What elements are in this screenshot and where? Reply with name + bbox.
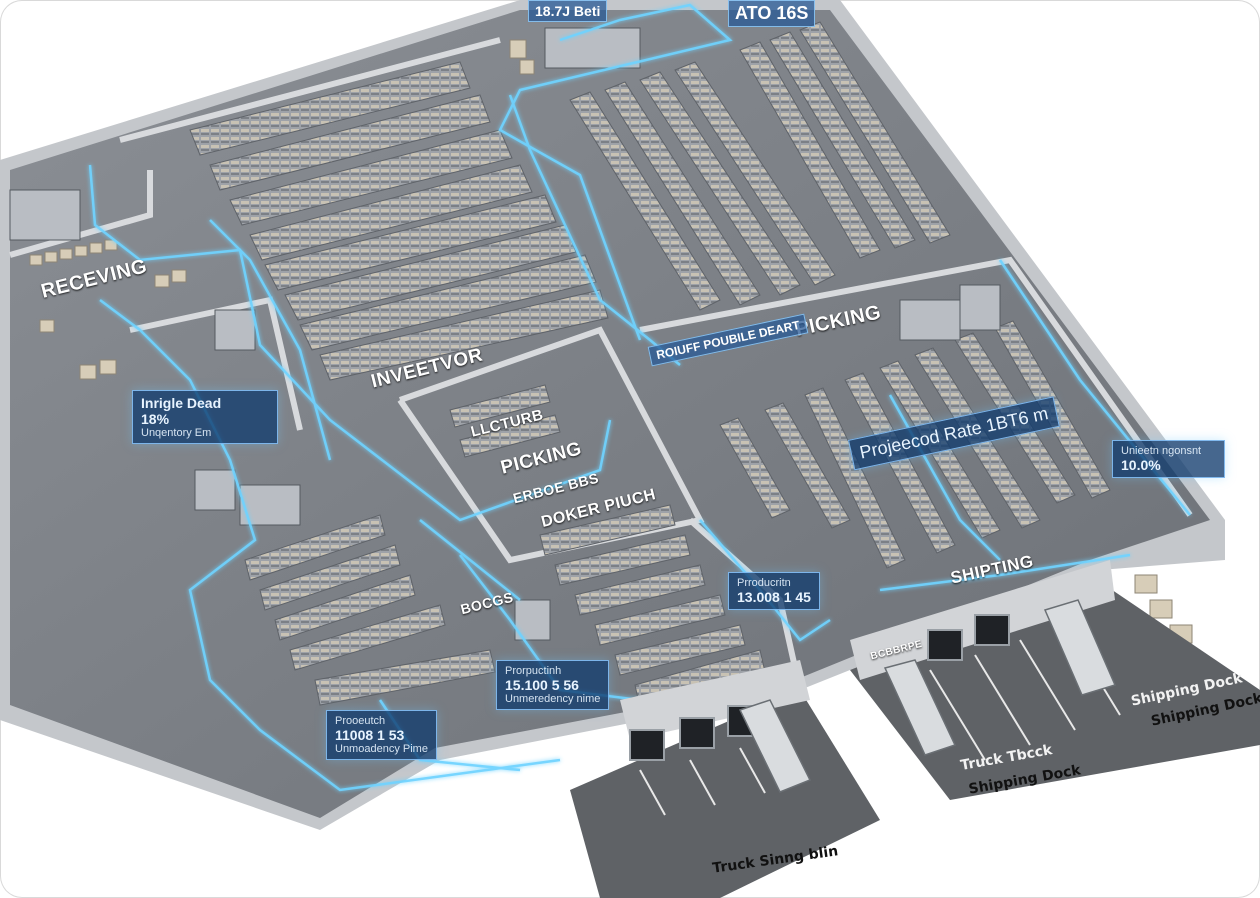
- overlay-right-line1: Unieetn ngonsnt: [1121, 445, 1202, 457]
- dock-wall-left: [620, 660, 810, 740]
- top-right-tag: ATO 16S: [728, 0, 816, 27]
- trucks: [738, 599, 1117, 793]
- overlay-bottom-left-line1: Prooeutch: [335, 715, 386, 727]
- rack-group-top-left: [189, 61, 609, 381]
- machines: [9, 27, 1001, 641]
- inner-wall-top: [119, 37, 501, 143]
- top-left-tag: 18.7J Beti: [528, 0, 608, 22]
- overlay-mid-bottom-line2: 15.100 5 56: [505, 677, 579, 693]
- overlay-mid-bottom: Prorpuctinh 15.100 5 56 Unmeredency nime: [496, 660, 610, 710]
- overlay-left-line1: Inrigle Dead: [141, 395, 222, 411]
- overlay-left-line3: Unqentory Em: [141, 427, 212, 439]
- overlay-left: Inrigle Dead 18% Unqentory Em: [132, 390, 278, 444]
- inner-wall-right: [639, 256, 1193, 517]
- overlay-mid-bottom-line3: Unmeredency nime: [505, 693, 601, 705]
- inner-wall-left-room: [129, 296, 303, 431]
- rack-group-bottom-left: [244, 514, 496, 706]
- inner-wall-receiving: [9, 170, 153, 258]
- rack-group-top-right: [739, 21, 951, 259]
- overlay-bottom-left-line2: 11008 1 53: [335, 727, 405, 743]
- rack-group-picking-room: [449, 384, 561, 458]
- overlay-mid-bottom-line1: Prorpuctinh: [505, 665, 562, 677]
- overlay-bottom-left-line3: Unmoadency Pime: [335, 743, 428, 755]
- overlay-left-line2: 18%: [141, 411, 170, 427]
- overlay-mid-right: Prroducritn 13.008 1 45: [728, 572, 820, 610]
- overlay-mid-right-line1: Prroducritn: [737, 577, 791, 589]
- overlay-bottom-left: Prooeutch 11008 1 53 Unmoadency Pime: [326, 710, 437, 760]
- rack-group-top-middle: [569, 61, 836, 311]
- overlay-mid-right-line2: 13.008 1 45: [737, 589, 811, 605]
- overlay-right-line2: 10.0%: [1121, 457, 1161, 473]
- rack-group-bottom-middle: [539, 504, 766, 709]
- loading-apron-left: [570, 690, 880, 898]
- overlay-right: Unieetn ngonsnt 10.0%: [1112, 440, 1225, 478]
